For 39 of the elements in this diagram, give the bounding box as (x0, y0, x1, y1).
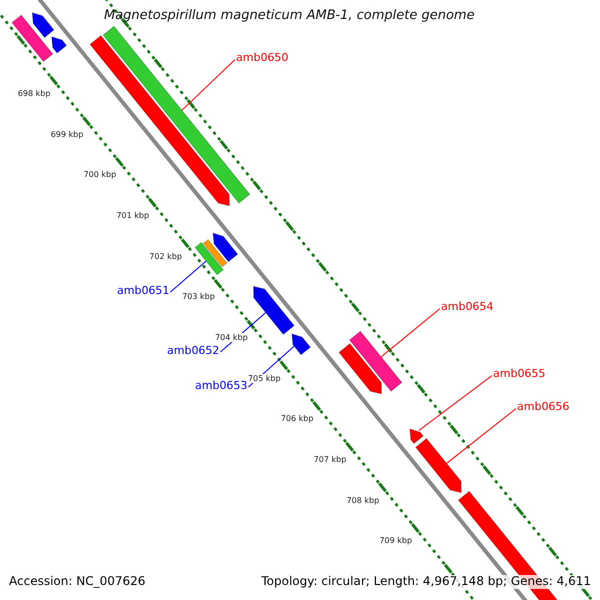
gene-label: amb0651 (117, 285, 170, 298)
scale-label: 702 kbp (149, 252, 182, 261)
gene-label: amb0650 (236, 52, 288, 65)
gene-bar (11, 14, 54, 62)
title: Magnetospirillum magneticum AMB-1, complete genome (104, 9, 475, 24)
gene-feature (32, 12, 54, 38)
scale-label: 703 kbp (182, 292, 215, 302)
scale-label: 706 kbp (280, 414, 314, 424)
scale-label: 705 kbp (248, 374, 281, 383)
gene-label: amb0654 (441, 301, 494, 314)
gene-bar (348, 330, 402, 392)
gene-label: amb0652 (167, 345, 220, 358)
leader-line (170, 260, 207, 292)
genome-stats-text: Topology: circular; Length: 4,967,148 bp; Genes: 4,611 (261, 575, 591, 589)
gene-label: amb0655 (493, 368, 546, 381)
gene-feature (338, 343, 382, 394)
gene-bar (194, 242, 224, 276)
scale-label: 708 kbp (346, 496, 380, 505)
leader-line (181, 59, 236, 111)
accession-text: Accession: NC_007626 (9, 575, 146, 589)
gene-feature (51, 36, 68, 54)
gene-feature (409, 428, 424, 444)
scale-label: 701 kbp (116, 211, 150, 220)
gene-label: amb0656 (517, 401, 570, 414)
scale-label: 699 kbp (50, 130, 84, 139)
gene-feature (212, 232, 238, 262)
scale-label: 698 kbp (18, 89, 50, 98)
gene-feature (291, 333, 311, 356)
scale-label: 707 kbp (314, 455, 346, 464)
scale-label: 704 kbp (215, 333, 248, 342)
leader-line (418, 375, 492, 431)
leader-line (380, 308, 440, 358)
scale-label: 709 kbp (379, 536, 412, 546)
leader-line (446, 408, 516, 464)
gene-feature (415, 438, 462, 494)
gene-label: amb0653 (195, 380, 248, 393)
gene-bar (202, 239, 228, 268)
scale-label: 700 kbp (84, 170, 116, 180)
gene-feature (253, 286, 295, 335)
